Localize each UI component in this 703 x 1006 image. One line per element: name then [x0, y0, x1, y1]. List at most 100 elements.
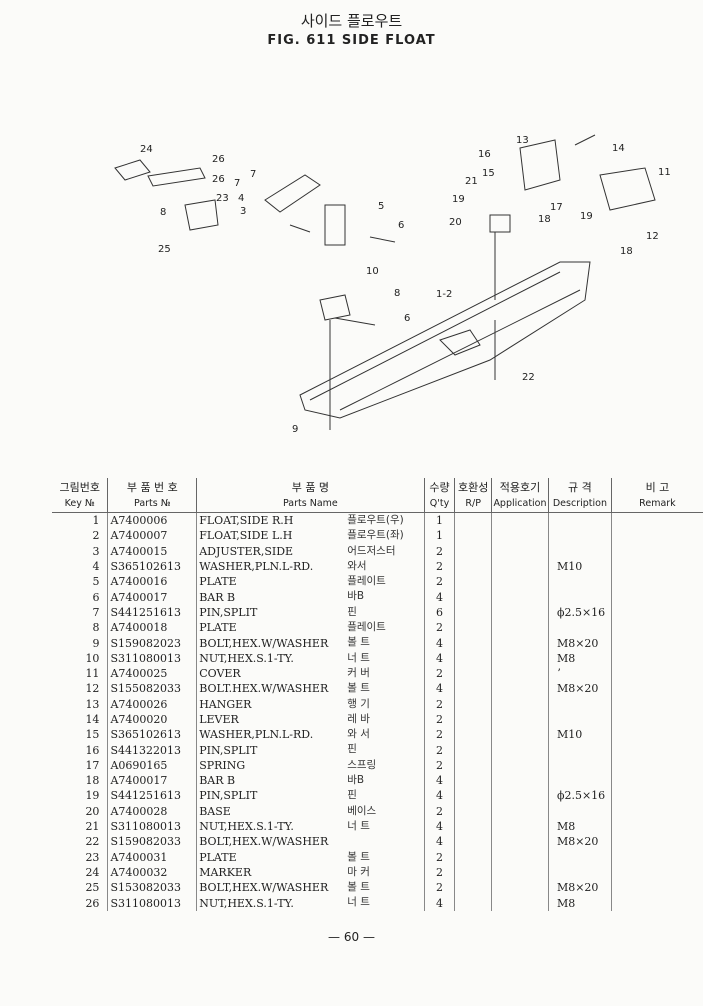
- part-name-en: PIN,SPLIT: [199, 743, 258, 757]
- part-name-cell: NUT,HEX.S.1-TY.너 트: [196, 818, 425, 835]
- rp-cell: [454, 864, 492, 881]
- part-name-en: BAR B: [199, 774, 236, 788]
- remark-cell: [610, 757, 703, 774]
- rp-cell: [454, 665, 492, 682]
- key-cell: 12: [85, 682, 100, 696]
- key-cell: 15: [85, 728, 100, 742]
- part-name-en: BOLT,HEX.W/WASHER: [199, 835, 329, 849]
- callout-label: 14: [612, 143, 625, 154]
- part-name-en: FLOAT,SIDE R.H: [199, 514, 294, 528]
- qty-cell: 4: [423, 834, 455, 850]
- key-cell: 24: [85, 865, 100, 879]
- part-name-en: MARKER: [199, 865, 252, 879]
- part-number-cell: A7400028: [107, 803, 197, 819]
- qty-cell: 2: [423, 711, 455, 728]
- part-number-cell: A7400015: [107, 543, 197, 559]
- application-cell: [491, 574, 549, 590]
- qty-cell: 1: [423, 512, 455, 529]
- rp-cell: [454, 650, 492, 666]
- callout-label: 18: [620, 246, 633, 257]
- key-cell: 22: [85, 835, 100, 849]
- part-name-kr: 핀: [347, 605, 357, 618]
- table-row: 26 S311080013 NUT,HEX.S.1-TY.너 트 4 M8: [52, 895, 703, 911]
- callout-label: 20: [449, 217, 462, 228]
- callout-label: 10: [366, 266, 379, 277]
- header-key-en: Key №: [64, 497, 95, 509]
- application-cell: [491, 864, 549, 881]
- part-number-cell: A7400026: [107, 696, 197, 712]
- rp-cell: [454, 803, 492, 819]
- header-app: 적용호기: [499, 480, 541, 494]
- remark-cell: [610, 650, 703, 666]
- remark-cell: [610, 665, 703, 682]
- part-name-kr: 핀: [347, 789, 357, 802]
- application-cell: [491, 788, 549, 804]
- header-name: 부 품 명: [291, 480, 330, 494]
- key-cell: 5: [92, 575, 100, 589]
- part-number-cell: A7400032: [107, 864, 197, 881]
- part-name-cell: NUT,HEX.S.1-TY.너 트: [196, 650, 425, 666]
- remark-cell: [610, 788, 703, 804]
- application-cell: [491, 727, 549, 743]
- application-cell: [491, 589, 549, 605]
- part-number-cell: S155082033: [107, 681, 197, 697]
- header-remark: 비 고: [645, 480, 670, 494]
- rp-cell: [454, 818, 492, 835]
- description-cell: ʼ: [547, 665, 612, 682]
- part-name-kr: 스프링: [347, 758, 377, 771]
- part-number-cell: A0690165: [107, 757, 197, 774]
- description-cell: ϕ2.5×16: [547, 788, 612, 804]
- header-rp-en: R/P: [465, 497, 481, 509]
- application-cell: [491, 604, 549, 621]
- callout-label: 24: [140, 144, 153, 155]
- qty-cell: 2: [423, 803, 455, 819]
- qty-cell: 4: [423, 788, 455, 804]
- key-cell: 13: [85, 697, 100, 711]
- key-cell: 16: [85, 743, 100, 757]
- part-name-en: LEVER: [199, 713, 239, 726]
- qty-cell: 4: [423, 681, 455, 697]
- part-name-kr: 볼 트: [347, 682, 370, 695]
- remark-cell: [610, 711, 703, 728]
- rp-cell: [454, 834, 492, 850]
- qty-cell: 4: [423, 650, 455, 666]
- description-cell: [547, 574, 612, 590]
- remark-cell: [610, 849, 703, 865]
- rp-cell: [454, 635, 492, 651]
- header-qty: 수량: [429, 480, 450, 494]
- table-row: 4 S365102613 WASHER,PLN.L-RD.와서 2 M10: [52, 558, 703, 575]
- rp-cell: [454, 589, 492, 605]
- part-name-kr: 레 바: [347, 712, 370, 725]
- callout-label: 8: [394, 288, 400, 299]
- part-number-cell: A7400017: [107, 589, 197, 605]
- part-name-cell: NUT,HEX.S.1-TY.너 트: [196, 895, 425, 911]
- part-number-cell: S441251613: [107, 604, 197, 621]
- rp-cell: [454, 788, 492, 804]
- part-name-kr: 와 서: [347, 728, 370, 741]
- callout-label: 13: [516, 135, 529, 146]
- key-cell: 10: [85, 651, 100, 665]
- qty-cell: 2: [423, 727, 455, 743]
- rp-cell: [454, 543, 492, 559]
- application-cell: [491, 880, 549, 896]
- key-cell: 18: [85, 774, 100, 788]
- remark-cell: [610, 742, 703, 758]
- part-name-en: BOLT,HEX.W/WASHER: [199, 636, 329, 650]
- part-name-kr: 볼 트: [347, 636, 370, 649]
- part-number-cell: A7400006: [107, 512, 197, 529]
- callout-label: 9: [292, 424, 298, 435]
- remark-cell: [610, 880, 703, 896]
- rp-cell: [454, 512, 492, 529]
- part-name-en: NUT,HEX.S.1-TY.: [199, 896, 294, 910]
- remark-cell: [610, 864, 703, 881]
